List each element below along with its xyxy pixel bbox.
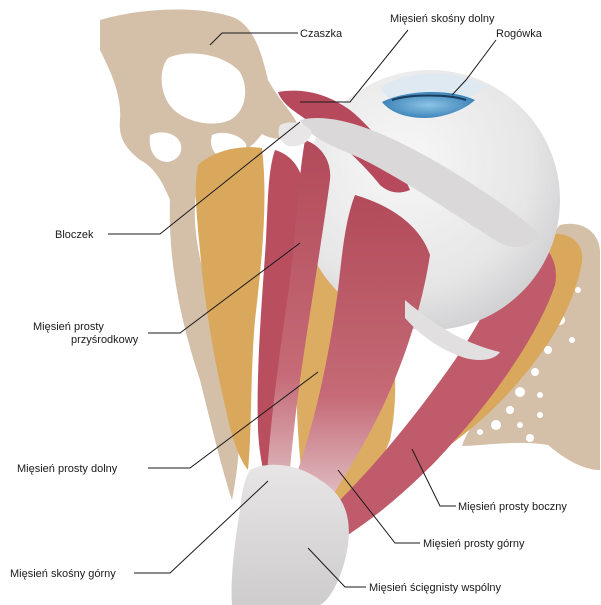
label-prosty-gorny: Mięsień prosty górny	[423, 538, 525, 550]
label-bloczek: Bloczek	[55, 229, 94, 241]
label-czaszka: Czaszka	[300, 28, 343, 40]
label-sciegnisty-wspolny: Mięsień ścięgnisty wspólny	[369, 582, 502, 594]
label-prosty-boczny: Mięsień prosty boczny	[458, 501, 567, 513]
label-rogowka: Rogówka	[496, 28, 543, 40]
label-skosny-gorny: Mięsień skośny górny	[10, 568, 116, 580]
label-prosty-dolny: Mięsień prosty dolny	[17, 463, 118, 475]
label-prosty-przysrodkowy-line2: przyśrodkowy	[71, 334, 139, 346]
label-prosty-przysrodkowy-line1: Mięsień prosty	[33, 321, 104, 333]
label-skosny-dolny: Mięsień skośny dolny	[390, 13, 495, 25]
